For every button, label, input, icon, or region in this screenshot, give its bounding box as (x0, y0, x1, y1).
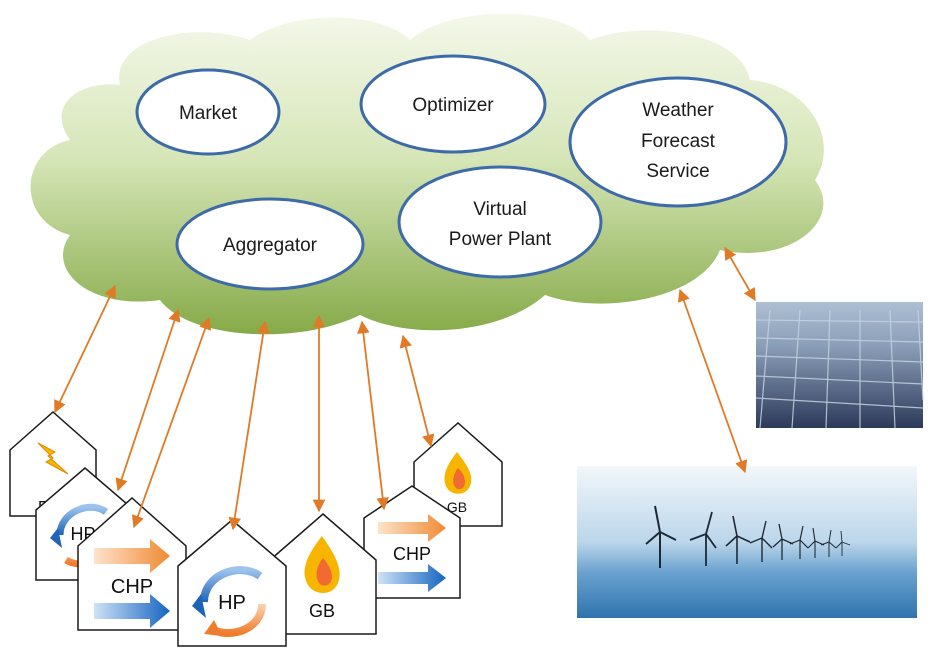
power-arrow-icon (94, 594, 170, 628)
connection-arrows (54, 246, 756, 531)
cloud: Market Optimizer Weather Forecast Servic… (30, 13, 824, 335)
wind-turbines (645, 505, 851, 568)
gb-large-house-label: GB (309, 601, 335, 621)
optimizer-node: Optimizer (359, 54, 547, 154)
house-chp-large: CHP (77, 496, 187, 631)
house-hp-large: HP (177, 519, 287, 647)
gb-small-house-label: GB (447, 499, 467, 515)
link-solar (724, 246, 756, 302)
solar-grid (755, 309, 924, 429)
heat-arrow-icon (378, 514, 446, 542)
lightning-icon (37, 442, 69, 475)
chp-large-house-label: CHP (111, 576, 153, 598)
vpp-label-line2: Power Plant (449, 229, 552, 250)
link-electric-house (54, 284, 116, 414)
chp-small-house-label: CHP (393, 544, 431, 564)
aggregator-node: Aggregator (175, 197, 365, 291)
power-arrow-icon (378, 564, 446, 592)
link-wind-farm (677, 288, 748, 474)
house-chp-small: CHP (363, 485, 461, 599)
weather-label-line2: Forecast (641, 131, 716, 152)
weather-label-line1: Weather (642, 100, 714, 121)
heat-arrow-icon (94, 539, 170, 573)
market-label: Market (179, 103, 238, 124)
optimizer-label: Optimizer (412, 95, 494, 116)
weather-forecast-service-node: Weather Forecast Service (568, 76, 788, 208)
offshore-wind-farm-photo (577, 466, 917, 618)
cycle-arrow-blue-icon (56, 503, 109, 536)
vpp-label-line1: Virtual (473, 199, 527, 220)
link-chp-large-house (131, 316, 212, 529)
solar-panel-photo (755, 302, 924, 429)
virtual-power-plant-node: Virtual Power Plant (397, 165, 603, 279)
link-hp-small-house (115, 308, 181, 492)
link-hp-large-house (228, 320, 270, 531)
house-gb-large: GB (269, 513, 377, 635)
market-node: Market (135, 68, 281, 156)
cycle-arrow-blue-icon (200, 566, 263, 603)
aggregator-label: Aggregator (223, 235, 318, 256)
link-chp-small-house (357, 320, 389, 511)
link-gb-small-house (399, 334, 435, 448)
hp-large-house-label: HP (218, 592, 246, 614)
weather-label-line3: Service (646, 161, 709, 182)
